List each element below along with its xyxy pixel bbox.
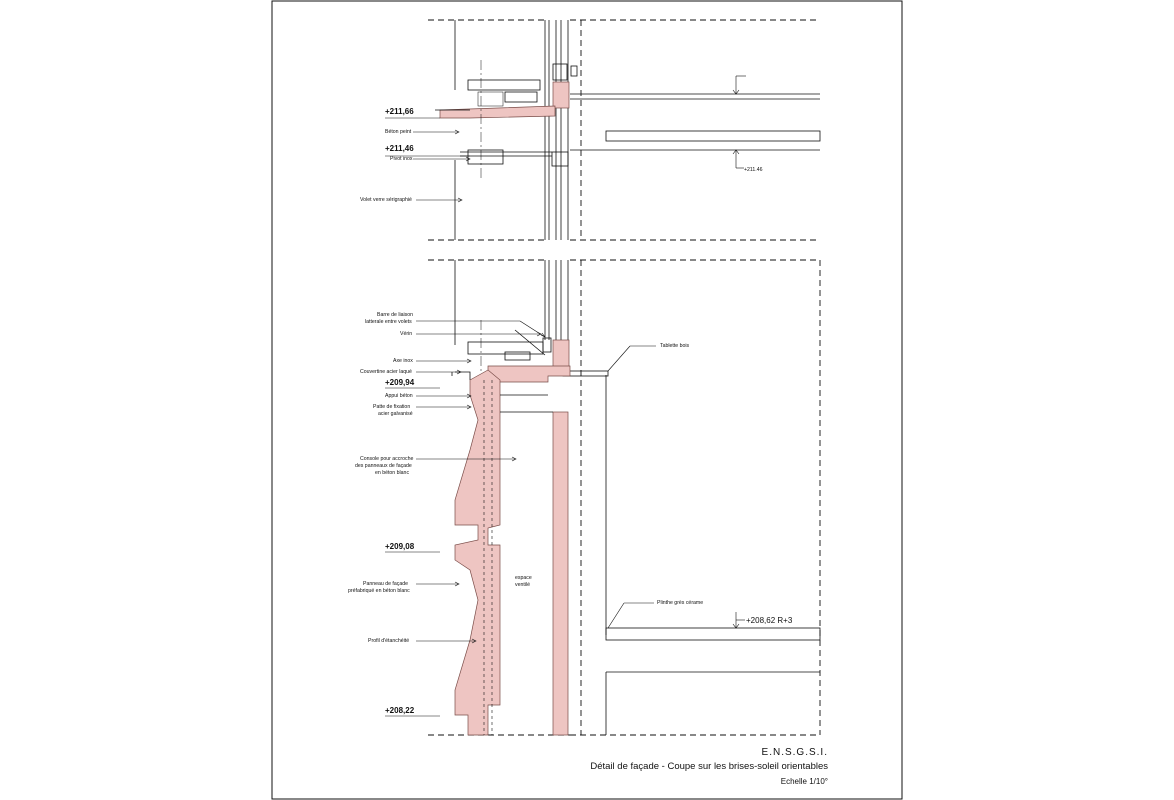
level-209-08: +209,08: [385, 542, 415, 551]
label-verin: Vérin: [400, 331, 412, 337]
label-panneau-2: préfabriqué en béton blanc: [348, 588, 410, 594]
level-right-211-46: +211.46: [744, 167, 763, 173]
label-console-3: en béton blanc: [375, 470, 409, 476]
label-pivot-inox: Pivot inox: [390, 156, 413, 162]
level-208-62: +208,62 R+3: [746, 616, 793, 625]
label-espace-2: ventilé: [515, 582, 530, 588]
label-axe-inox: Axe inox: [393, 358, 413, 364]
drawing-scale: Echelle 1/10°: [781, 777, 828, 786]
label-patte-fixation-2: acier galvanisé: [378, 411, 413, 417]
label-plinthe: Plinthe grès cérame: [657, 600, 703, 606]
label-panneau-1: Panneau de façade: [363, 581, 408, 587]
title-block: E.N.S.G.S.I. Détail de façade - Coupe su…: [590, 747, 828, 786]
label-tablette: Tablette bois: [660, 343, 690, 349]
label-espace-1: espace: [515, 575, 532, 581]
level-208-22: +208,22: [385, 706, 415, 715]
upper-detail: +211,66 +211,46 Béton peint Pivot inox V…: [360, 19, 821, 241]
label-barre-liaison-2: latterale entre volets: [365, 319, 412, 325]
label-patte-fixation-1: Patte de fixation: [373, 404, 410, 410]
label-console-1: Console pour accroche: [360, 456, 413, 462]
sheet-frame: [271, 0, 903, 800]
label-beton-peint: Béton peint: [385, 129, 412, 135]
label-volet-verre: Volet verre sérigraphié: [360, 197, 412, 203]
level-211-66: +211,66: [385, 107, 414, 116]
school-name: E.N.S.G.S.I.: [762, 747, 828, 758]
label-couvertine: Couvertine acier laqué: [360, 369, 412, 375]
label-console-2: des panneaux de façade: [355, 463, 412, 469]
lower-detail: +209,94 +209,08 +208,22 Barre de liaison…: [348, 259, 821, 736]
level-209-94: +209,94: [385, 378, 415, 387]
label-barre-liaison-1: Barre de liaison: [377, 312, 413, 318]
level-211-46: +211,46: [385, 144, 414, 153]
drawing-title: Détail de façade - Coupe sur les brises-…: [590, 761, 828, 772]
label-appui-beton: Appui béton: [385, 393, 413, 399]
precast-panel: [454, 369, 501, 736]
label-profil: Profil d'étanchéité: [368, 638, 409, 644]
